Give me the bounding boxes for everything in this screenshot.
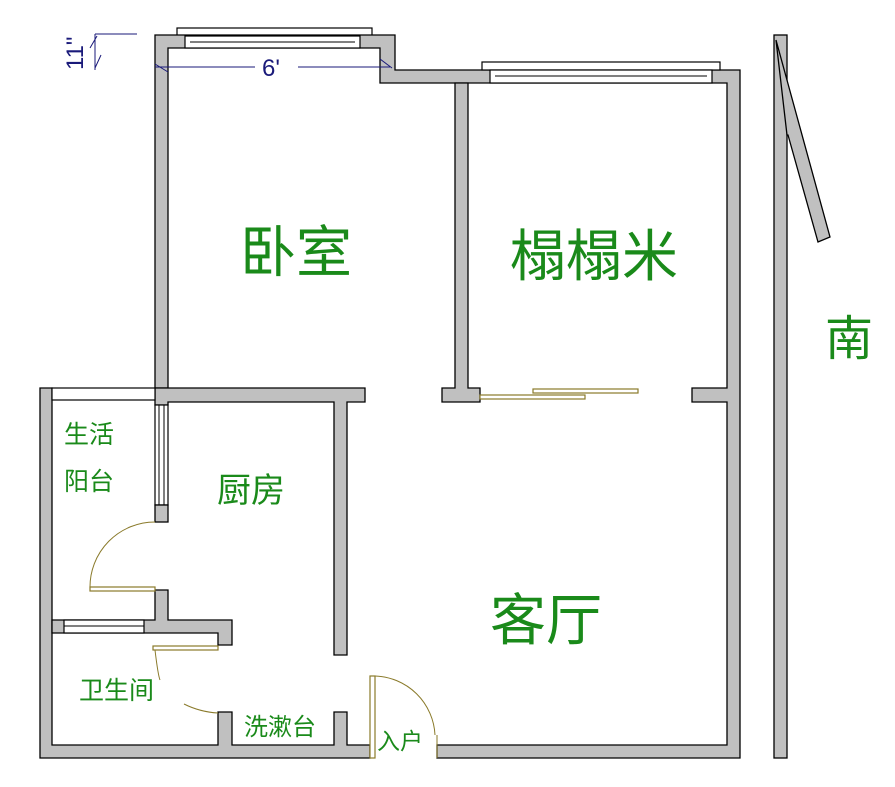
room-label-balcony-2: 阳台 <box>64 467 114 496</box>
balcony-door[interactable] <box>89 586 156 592</box>
outer-wall-top-right <box>154 34 741 759</box>
south-wall <box>773 34 788 759</box>
room-label-bathroom: 卫生间 <box>79 676 154 705</box>
compass-label: 南 <box>825 311 873 367</box>
dimension-depth: 11" <box>62 37 89 70</box>
room-label-living-room: 客厅 <box>490 589 602 654</box>
entrance-door-swing <box>374 675 436 736</box>
sliding-door-1[interactable] <box>479 394 586 400</box>
window-balcony <box>51 387 156 401</box>
room-label-balcony-1: 生活 <box>64 420 114 449</box>
window-kitchen <box>154 404 169 506</box>
room-label-bedroom: 卧室 <box>240 221 352 286</box>
room-label-washbasin: 洗漱台 <box>244 713 316 741</box>
dimensions: 6' 11" <box>62 33 393 82</box>
dimension-width: 6' <box>262 55 280 82</box>
balcony-door-swing[interactable] <box>89 521 156 589</box>
room-label-entrance: 入户 <box>377 729 423 755</box>
south-marker: 南 <box>773 34 873 759</box>
room-labels: 卧室 榻榻米 客厅 厨房 生活 阳台 卫生间 洗漱台 入户 <box>64 221 678 755</box>
bath-wall <box>51 589 233 646</box>
bathroom-door[interactable] <box>152 645 219 651</box>
compass-needle-icon <box>775 39 831 243</box>
room-label-tatami: 榻榻米 <box>510 225 678 290</box>
divider-wall <box>441 82 481 403</box>
room-label-kitchen: 厨房 <box>217 471 285 511</box>
window-tatami-frame <box>481 61 721 71</box>
wall-stub <box>154 504 169 523</box>
doors <box>89 388 639 759</box>
entrance-door[interactable] <box>369 675 376 759</box>
kitchen-wall <box>154 387 366 656</box>
sliding-door-2[interactable] <box>532 388 639 394</box>
